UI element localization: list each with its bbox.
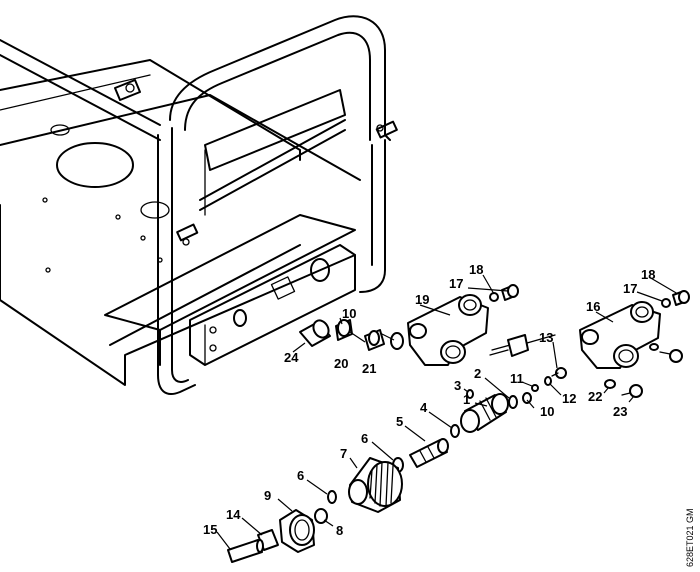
leader-lines (216, 274, 679, 550)
callout-24: 24 (284, 350, 299, 365)
part-3-pin (466, 389, 474, 399)
part-17-ring (489, 292, 499, 302)
part-23-bolt (621, 384, 643, 398)
part-9-clamp (279, 509, 315, 553)
callout-22: 22 (588, 389, 602, 404)
callout-19: 19 (415, 292, 429, 307)
part-2-ring (508, 395, 518, 409)
chassis-frame (0, 15, 398, 395)
part-18-bolt-right (672, 290, 690, 306)
part-12-washer (544, 376, 552, 386)
callout-1: 1 (463, 392, 470, 407)
sensor-cable (489, 334, 556, 357)
part-18-bolt (501, 284, 519, 301)
callout-7: 7 (340, 446, 347, 461)
callout-12: 12 (562, 391, 576, 406)
part-19-manifold (407, 294, 489, 366)
callout-labels: 18 17 19 10 24 20 21 18 17 16 13 11 12 1… (203, 262, 655, 538)
part-5-nozzle-insert (409, 438, 449, 468)
part-8-ring (314, 508, 328, 524)
callout-21: 21 (362, 361, 376, 376)
callout-20: 20 (334, 356, 348, 371)
part-7-knurled-nut (348, 457, 403, 513)
part-24-sleeve (299, 319, 331, 347)
callout-18-right: 18 (641, 267, 655, 282)
part-16-manifold (579, 301, 661, 369)
bolt-right-end (659, 349, 683, 363)
callout-6: 6 (361, 431, 368, 446)
callout-18: 18 (469, 262, 483, 277)
drawing-code: 628ET021 GM (685, 508, 695, 567)
callout-23: 23 (613, 404, 627, 419)
callout-3: 3 (454, 378, 461, 393)
callout-14: 14 (226, 507, 241, 522)
callout-15: 15 (203, 522, 217, 537)
callout-10-right: 10 (540, 404, 554, 419)
callout-11: 11 (510, 371, 524, 386)
callout-2: 2 (474, 366, 481, 381)
callout-6-lower: 6 (297, 468, 304, 483)
callout-17: 17 (449, 276, 463, 291)
callout-8: 8 (336, 523, 343, 538)
part-1-nozzle (460, 393, 509, 433)
callout-4: 4 (420, 400, 428, 415)
part-22-ring (604, 379, 616, 389)
callout-13: 13 (539, 330, 553, 345)
part-21-oring (390, 332, 404, 350)
callout-9: 9 (264, 488, 271, 503)
callout-10: 10 (342, 306, 356, 321)
callout-5: 5 (396, 414, 403, 429)
part-13-screw (551, 367, 567, 379)
part-4-ring (450, 424, 460, 438)
part-11-ring (531, 384, 539, 392)
part-20-nipple (364, 329, 385, 351)
washer-right (649, 343, 659, 351)
part-17-ring-right (661, 298, 671, 308)
part-6-ring-lower (327, 490, 337, 504)
callout-16: 16 (586, 299, 600, 314)
part-15-pin (227, 539, 264, 563)
part-10-fitting (335, 319, 353, 341)
part-10-ring (522, 392, 532, 404)
callout-17-right: 17 (623, 281, 637, 296)
